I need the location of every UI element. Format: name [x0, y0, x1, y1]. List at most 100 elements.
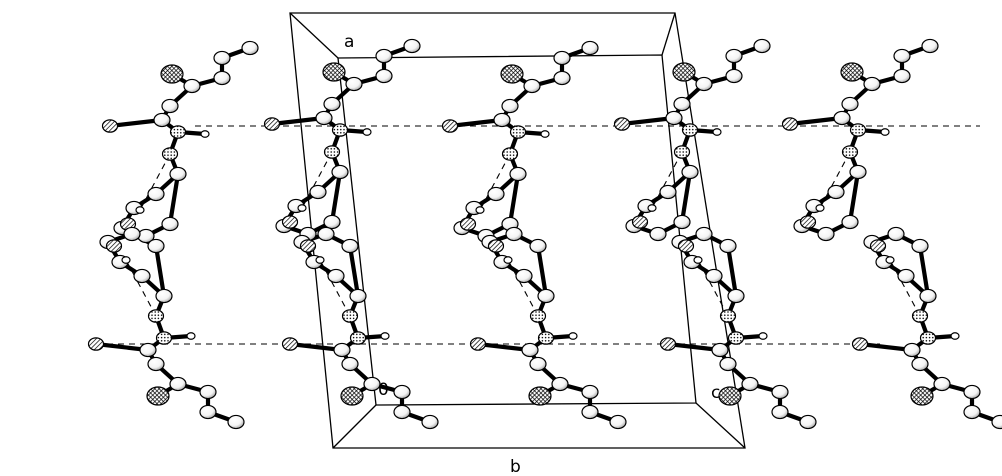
nitrogen-atom [919, 331, 937, 345]
hydrogen-atom [315, 256, 325, 264]
oxygen-atom [263, 117, 281, 131]
carbon-atom [665, 110, 683, 126]
axis-label-a: a [344, 32, 354, 52]
carbon-atom [161, 98, 179, 114]
carbon-atom [741, 376, 759, 392]
carbon-atom [903, 342, 921, 358]
carbon-atom [139, 342, 157, 358]
carbon-atom [817, 226, 835, 242]
hydrogen-atom [693, 256, 703, 264]
carbon-atom [863, 76, 881, 92]
hydrogen-atom [885, 256, 895, 264]
carbon-atom [695, 76, 713, 92]
nitrogen-atom [911, 309, 929, 323]
nitrogen-atom [841, 145, 859, 159]
carbon-atom [649, 226, 667, 242]
nitrogen-atom [501, 147, 519, 161]
carbon-atom [523, 78, 541, 94]
carbon-atom [327, 268, 345, 284]
carbon-atom [501, 98, 519, 114]
hydrogen-atom [297, 204, 307, 212]
nitrogen-atom [727, 331, 745, 345]
carbon-atom [227, 414, 245, 430]
axis-label-b: b [510, 457, 521, 476]
bond [847, 169, 861, 225]
oxygen-atom [781, 117, 799, 131]
hydrogen-atom [950, 332, 960, 340]
carbon-atom [345, 76, 363, 92]
carbon-atom [153, 112, 171, 128]
bond [93, 341, 151, 353]
heavy-atom [500, 64, 524, 84]
oxygen-atom [487, 239, 505, 253]
bond [475, 341, 533, 353]
nitrogen-atom [155, 331, 173, 345]
carbon-atom [515, 268, 533, 284]
carbon-atom [341, 238, 359, 254]
carbon-atom [963, 384, 981, 400]
carbon-atom [183, 78, 201, 94]
carbon-atom [711, 342, 729, 358]
bond [535, 243, 549, 299]
carbon-atom [147, 356, 165, 372]
oxygen-atom [281, 215, 299, 229]
atoms [87, 38, 1002, 430]
carbon-atom [199, 384, 217, 400]
carbon-atom [375, 48, 393, 64]
nitrogen-atom [323, 145, 341, 159]
nitrogen-atom [169, 125, 187, 139]
heavy-atom [528, 386, 552, 406]
hydrogen-atom [200, 130, 210, 138]
carbon-atom [147, 186, 165, 202]
carbon-atom [991, 414, 1002, 430]
hydrogen-atom [712, 128, 722, 136]
carbon-atom [893, 68, 911, 84]
bond [725, 243, 739, 299]
bond [287, 341, 345, 353]
heavy-atom [840, 62, 864, 82]
carbon-atom [841, 214, 859, 230]
oxygen-atom [677, 239, 695, 253]
oxygen-atom [851, 337, 869, 351]
carbon-atom [719, 238, 737, 254]
bond [787, 115, 845, 127]
carbon-atom [771, 404, 789, 420]
nitrogen-atom [341, 309, 359, 323]
carbon-atom [893, 48, 911, 64]
carbon-atom [349, 288, 367, 304]
heavy-atom [718, 386, 742, 406]
carbon-atom [553, 70, 571, 86]
carbon-atom [897, 268, 915, 284]
nitrogen-atom [673, 145, 691, 159]
heavy-atom [672, 62, 696, 82]
carbon-atom [363, 376, 381, 392]
carbon-atom [241, 40, 259, 56]
carbon-atom [887, 226, 905, 242]
carbon-atom [551, 376, 569, 392]
carbon-atom [799, 414, 817, 430]
carbon-atom [403, 38, 421, 54]
bond [619, 115, 677, 127]
carbon-atom [213, 70, 231, 86]
heavy-atom [146, 386, 170, 406]
carbon-atom [493, 112, 511, 128]
hydrogen-atom [380, 332, 390, 340]
carbon-atom [581, 384, 599, 400]
nitrogen-atom [849, 123, 867, 137]
carbon-atom [659, 184, 677, 200]
carbon-atom [331, 164, 349, 180]
hydrogen-atom [186, 332, 196, 340]
bond [665, 341, 723, 353]
carbon-atom [581, 404, 599, 420]
carbon-atom [849, 164, 867, 180]
bond [167, 171, 181, 227]
hydrogen-atom [647, 204, 657, 212]
carbon-atom [841, 96, 859, 112]
carbon-atom [393, 384, 411, 400]
oxygen-atom [281, 337, 299, 351]
nitrogen-atom [331, 123, 349, 137]
nitrogen-atom [509, 125, 527, 139]
carbon-atom [537, 288, 555, 304]
carbon-atom [487, 186, 505, 202]
